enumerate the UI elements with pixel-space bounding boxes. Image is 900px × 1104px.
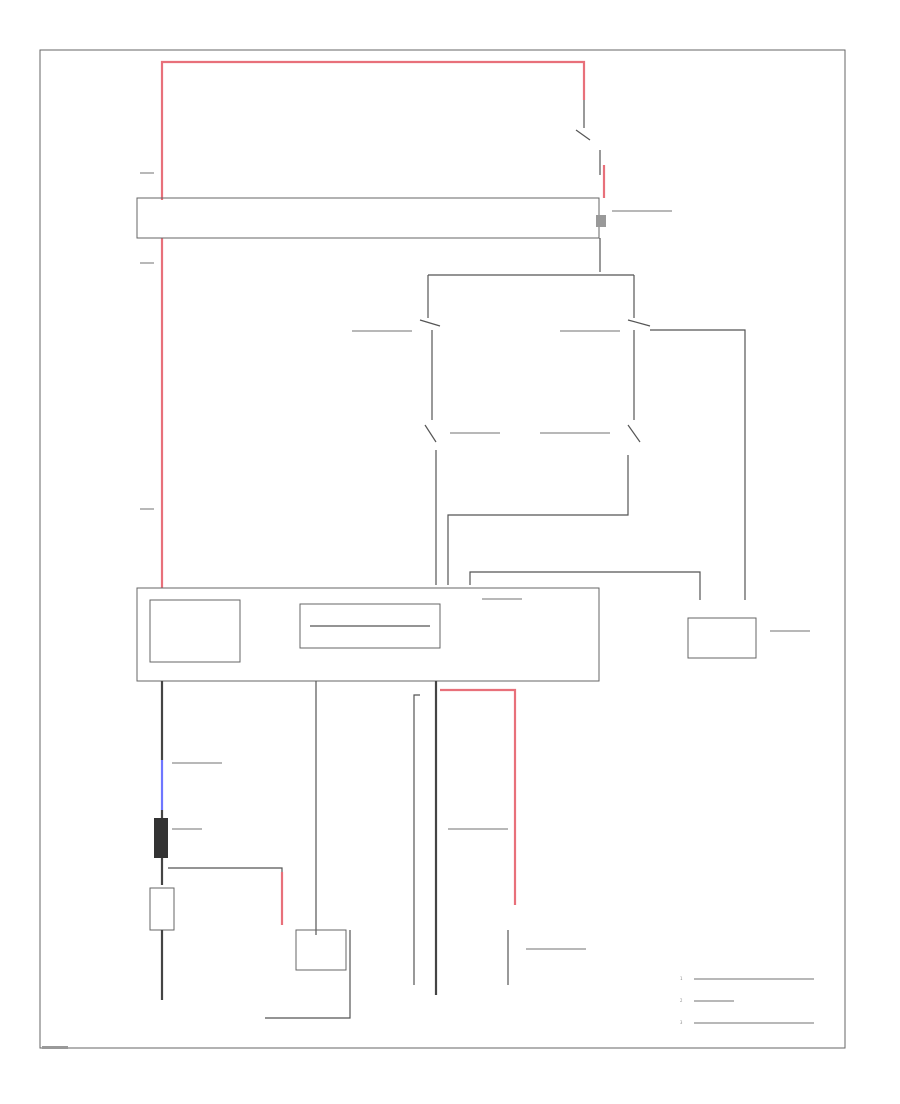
label-block bbox=[770, 630, 810, 632]
right-switch-contact bbox=[627, 424, 641, 443]
label-block bbox=[352, 330, 412, 332]
right-return-wire bbox=[447, 455, 629, 585]
fusible-link bbox=[154, 818, 168, 858]
label-block bbox=[172, 762, 222, 764]
right-relay-feed bbox=[650, 329, 746, 600]
label-block bbox=[140, 262, 154, 264]
power-wire-top bbox=[160, 60, 586, 200]
label-block bbox=[526, 948, 586, 950]
starter-ground-wire bbox=[265, 930, 351, 1019]
battery-box bbox=[149, 887, 175, 931]
junction-marker bbox=[596, 215, 606, 227]
footnote-1: 1 bbox=[680, 976, 683, 981]
harness-red-wire bbox=[440, 688, 517, 905]
corner-marker bbox=[42, 1046, 68, 1049]
label-block bbox=[448, 828, 508, 830]
label-block bbox=[694, 1022, 814, 1024]
label-block bbox=[172, 828, 202, 830]
starter-motor bbox=[295, 929, 347, 971]
footnote-3: 3 bbox=[680, 1020, 683, 1025]
right-relay-contact bbox=[627, 319, 651, 327]
right-module-box bbox=[687, 617, 757, 659]
label-block bbox=[694, 978, 814, 980]
label-block bbox=[482, 598, 522, 600]
control-subblock-left bbox=[149, 599, 241, 663]
label-block bbox=[560, 330, 620, 332]
label-block bbox=[140, 508, 154, 510]
label-block bbox=[450, 432, 500, 434]
label-block bbox=[540, 432, 610, 434]
label-block bbox=[694, 1000, 734, 1002]
label-block bbox=[140, 172, 154, 174]
junction-block-upper bbox=[136, 197, 600, 239]
module-feed-wire bbox=[469, 571, 701, 600]
footnote-2: 2 bbox=[680, 998, 683, 1003]
ignition-switch-contact bbox=[575, 129, 591, 141]
left-relay-contact bbox=[419, 319, 441, 327]
diagram-frame bbox=[39, 49, 846, 1049]
control-subblock-relay bbox=[299, 603, 441, 649]
harness-wire-b bbox=[413, 694, 420, 985]
control-block bbox=[136, 587, 600, 682]
starter-feed-wire bbox=[168, 867, 283, 922]
label-block bbox=[612, 210, 672, 212]
left-switch-contact bbox=[424, 424, 437, 443]
